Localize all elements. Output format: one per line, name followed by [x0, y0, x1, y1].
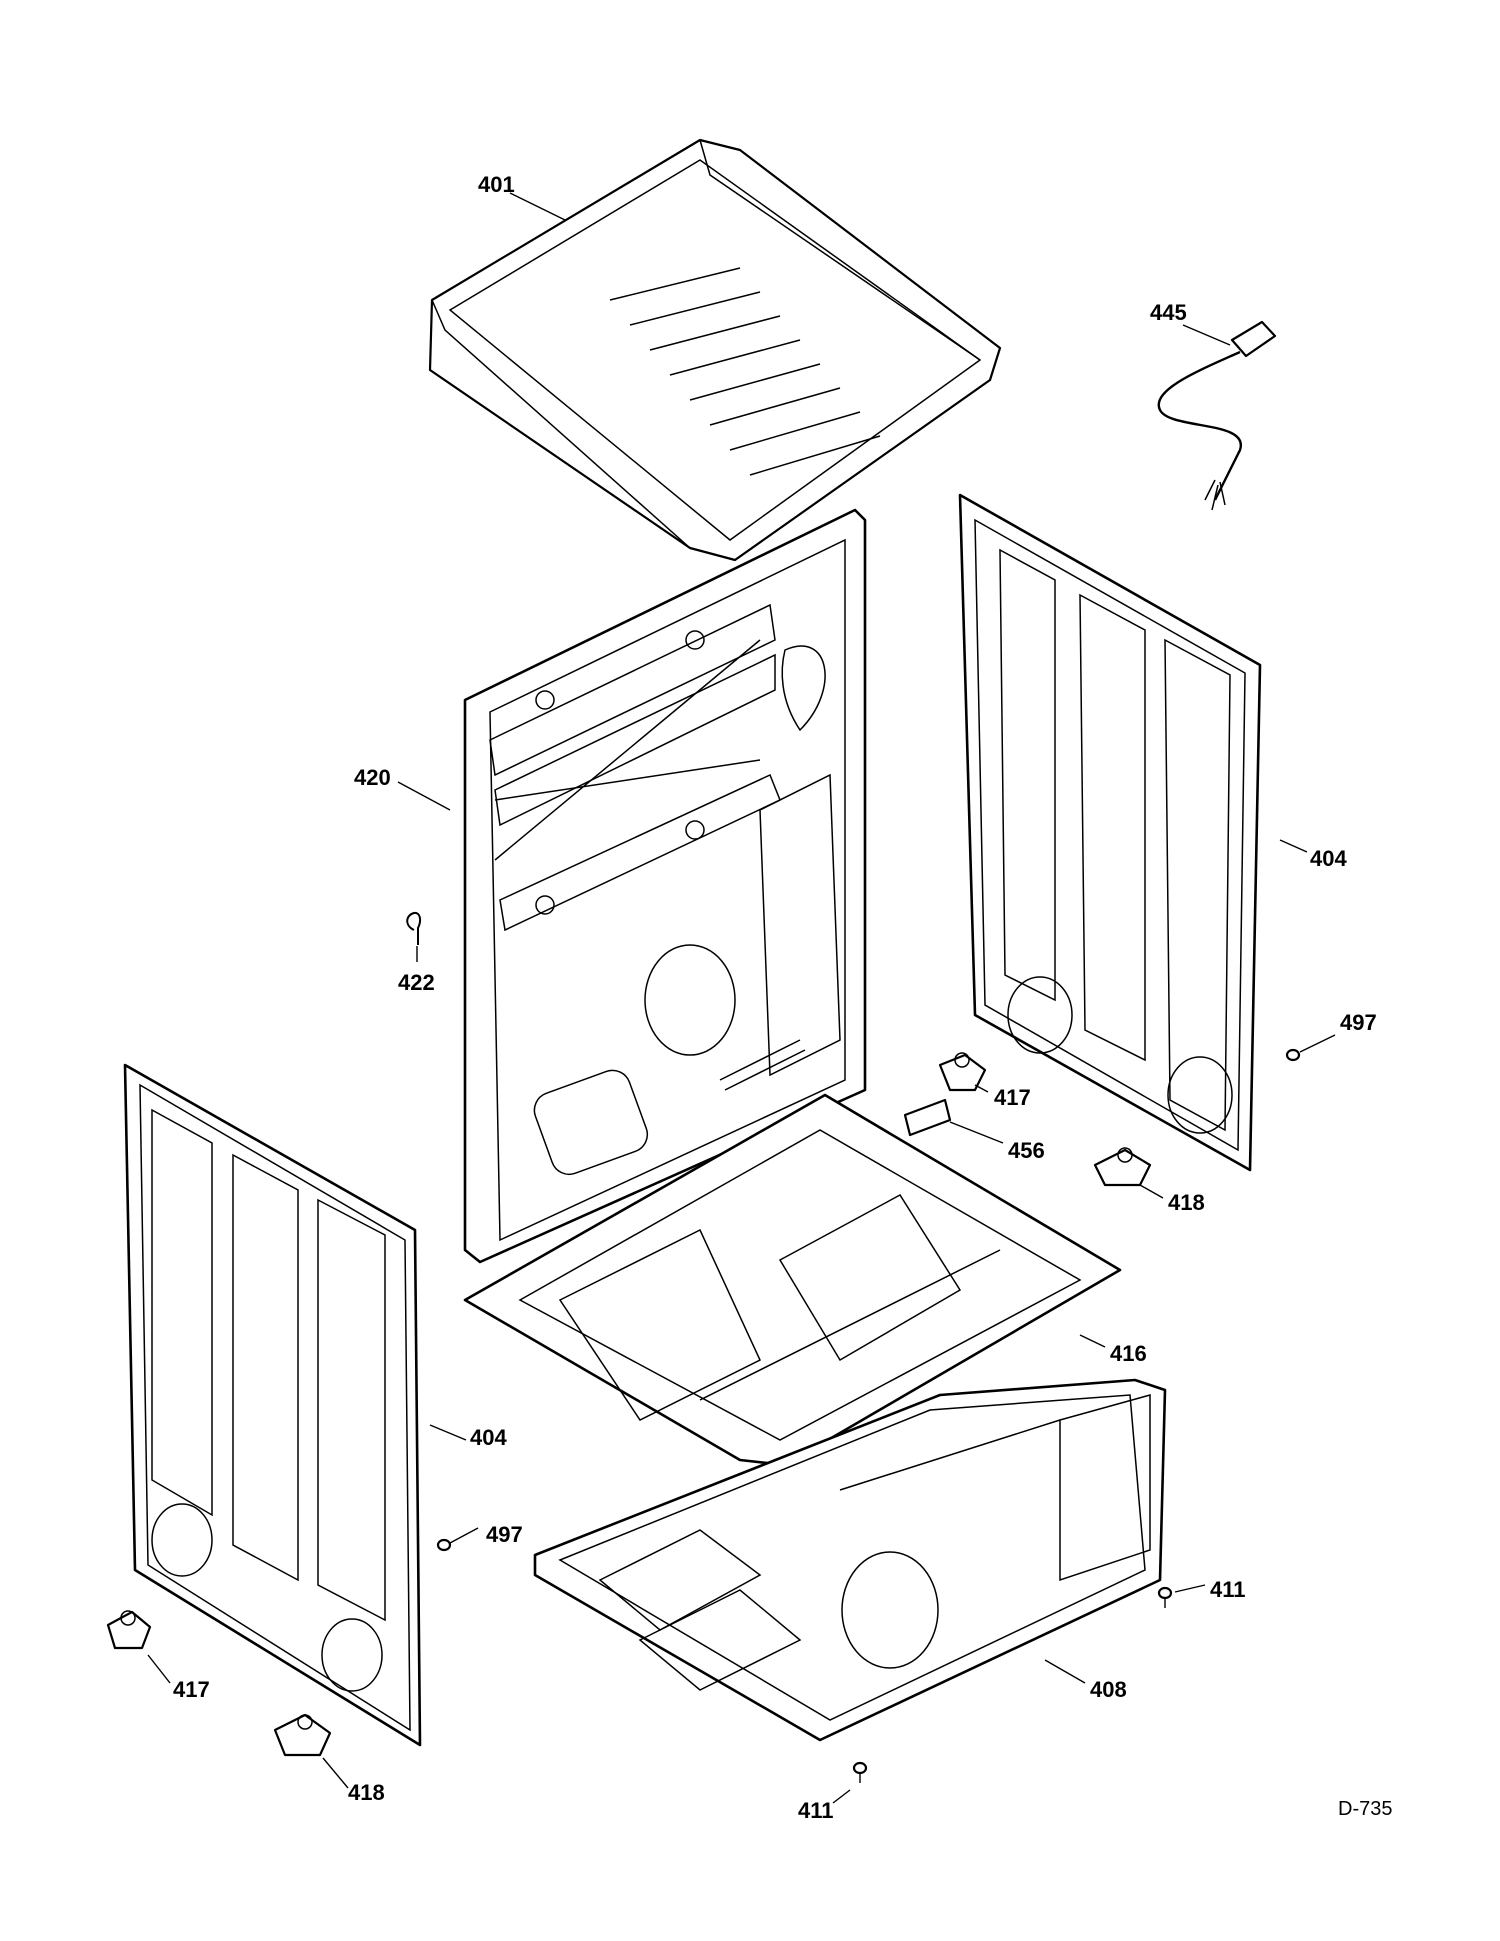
label-clip: 422 [398, 970, 435, 995]
power-cord-part [1157, 320, 1277, 511]
label-front-panel: 420 [354, 765, 391, 790]
bracket-part [903, 1098, 952, 1137]
clip-part [406, 911, 422, 945]
label-leveling-leg-right: 417 [994, 1085, 1031, 1110]
label-screw-left: 497 [486, 1522, 523, 1547]
label-power-cord: 445 [1150, 300, 1187, 325]
screw-right-part [1285, 1048, 1301, 1062]
callout-labels: 401 445 420 422 404 497 417 456 418 416 … [173, 172, 1392, 1823]
base-frame-part [533, 1378, 1167, 1742]
label-foot-bottom: 411 [798, 1798, 834, 1823]
screw-left-part [436, 1538, 452, 1552]
leader-lines [147, 192, 1336, 1804]
label-screw-right: 497 [1340, 1010, 1377, 1035]
label-top-cover: 401 [478, 172, 515, 197]
label-caster-right: 418 [1168, 1190, 1205, 1215]
leveling-leg-left-part [106, 1610, 152, 1650]
side-panel-left-part [123, 1063, 422, 1747]
front-panel-part [463, 508, 867, 1264]
label-side-panel-left: 404 [470, 1425, 507, 1450]
caster-left-part [273, 1713, 332, 1757]
label-side-panel-right: 404 [1310, 846, 1347, 871]
foot-right-part [1157, 1586, 1173, 1608]
drawing-code: D-735 [1338, 1798, 1392, 1820]
label-caster-left: 418 [348, 1780, 385, 1805]
label-bracket: 456 [1008, 1138, 1045, 1163]
label-base-frame: 408 [1090, 1677, 1127, 1702]
caster-right-part [1093, 1147, 1152, 1187]
top-cover-part [428, 138, 1002, 562]
label-foot-right: 411 [1210, 1577, 1246, 1602]
side-panel-right-part [958, 493, 1262, 1172]
foot-bottom-part [852, 1761, 868, 1783]
label-base-tray: 416 [1110, 1341, 1147, 1366]
label-leveling-leg-left: 417 [173, 1677, 210, 1702]
leveling-leg-right-part [938, 1052, 987, 1092]
base-tray-part [463, 1093, 1122, 1467]
